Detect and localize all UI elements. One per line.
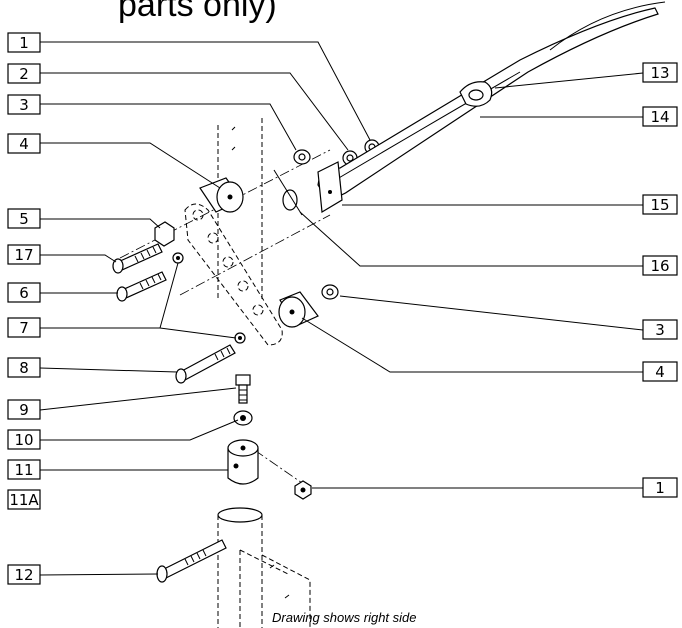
callout-10: 10 (7, 429, 41, 450)
bolt-part-17 (112, 243, 163, 274)
nut-part-1-lower (294, 480, 312, 500)
callout-11: 11 (7, 459, 41, 480)
callout-12: 12 (7, 564, 41, 585)
bolt-part-12 (156, 539, 227, 583)
callout-14: 14 (642, 106, 678, 127)
spacer-part-4-lower (278, 291, 319, 328)
callout-4-right: 4 (642, 361, 678, 382)
strap-part-14 (317, 1, 666, 197)
lower-tube (217, 507, 311, 628)
nut-part-10 (233, 410, 253, 426)
svg-text:13: 13 (650, 64, 669, 82)
callout-17: 17 (7, 244, 41, 265)
svg-text:16: 16 (650, 257, 669, 275)
bolt-part-6 (116, 271, 167, 302)
drawing-caption: Drawing shows right side (272, 610, 417, 625)
callout-3-left: 3 (7, 94, 41, 115)
bushing-part-11 (227, 439, 259, 485)
svg-text:5: 5 (19, 210, 29, 228)
bolt-part-9 (235, 374, 251, 404)
svg-text:1: 1 (655, 479, 665, 497)
callout-8: 8 (7, 357, 41, 378)
bolt-part-8 (175, 344, 236, 384)
callout-15: 15 (642, 194, 678, 215)
callout-6: 6 (7, 282, 41, 303)
callout-1-top: 1 (7, 32, 41, 53)
bracket-part-15 (317, 161, 343, 214)
svg-text:6: 6 (19, 284, 29, 302)
svg-text:15: 15 (650, 196, 669, 214)
nut-part-3-upper (293, 149, 311, 165)
svg-text:1: 1 (19, 34, 29, 52)
callout-9: 9 (7, 399, 41, 420)
callout-7: 7 (7, 317, 41, 338)
leader-lines (39, 41, 644, 576)
callout-5: 5 (7, 208, 41, 229)
callout-3-right: 3 (642, 319, 678, 340)
svg-text:9: 9 (19, 401, 29, 419)
upright-tube-upper (217, 118, 263, 300)
svg-text:8: 8 (19, 359, 29, 377)
svg-text:12: 12 (14, 566, 33, 584)
svg-text:3: 3 (655, 321, 665, 339)
callout-2: 2 (7, 63, 41, 84)
page-title: parts only) (118, 0, 277, 24)
svg-text:10: 10 (14, 431, 33, 449)
svg-text:17: 17 (14, 246, 33, 264)
svg-text:4: 4 (655, 363, 665, 381)
svg-text:11A: 11A (9, 491, 39, 509)
callout-1-right: 1 (642, 477, 678, 498)
svg-text:3: 3 (19, 96, 29, 114)
svg-text:4: 4 (19, 135, 29, 153)
svg-text:7: 7 (19, 319, 29, 337)
callout-4-left: 4 (7, 133, 41, 154)
callout-13: 13 (642, 62, 678, 83)
buckle-part-13 (459, 81, 493, 107)
callout-16: 16 (642, 255, 678, 276)
callout-11a: 11A (7, 489, 41, 510)
svg-text:14: 14 (650, 108, 669, 126)
nut-part-3-lower (321, 284, 339, 300)
spacer-part-4-upper (199, 177, 244, 213)
bracket-plate (184, 203, 283, 346)
ring-part-16 (273, 169, 303, 216)
svg-text:2: 2 (19, 65, 29, 83)
svg-text:11: 11 (14, 461, 33, 479)
